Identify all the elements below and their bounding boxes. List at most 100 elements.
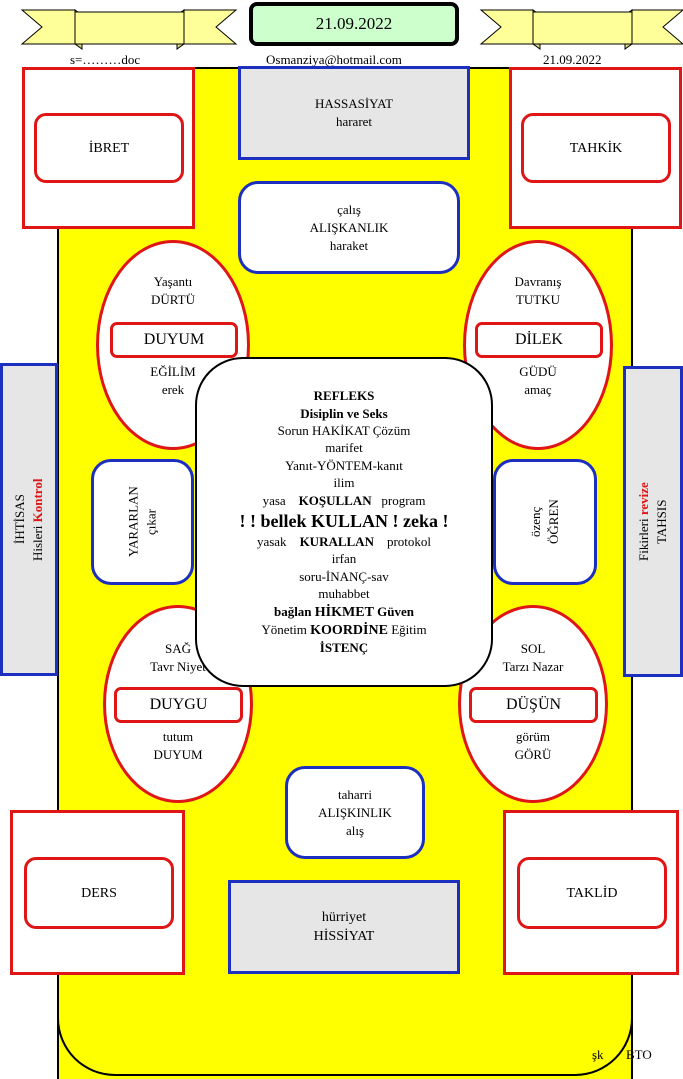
core-line-13-b: HİKMET	[314, 604, 374, 620]
footer-left-text: şk	[592, 1047, 604, 1062]
core-line-13-a: bağlan	[273, 603, 312, 619]
corner-bottom-left: DERS	[10, 810, 185, 975]
bottom-round-line2: ALIŞKINLIK	[318, 804, 392, 820]
bottom-rect-box: hürriyet HİSSİYAT	[228, 880, 460, 974]
ellipse-top-left-bottom2: erek	[161, 382, 185, 397]
bottom-rect-line2: HİSSİYAT	[313, 929, 375, 944]
side-right-round-text: özenç ÖĞREN	[496, 462, 594, 582]
ribbon-banners	[20, 9, 683, 50]
right-bar-line1-a: Fikirleri	[636, 515, 651, 561]
ellipse-top-left-top2: DÜRTÜ	[151, 292, 195, 307]
ellipse-bottom-left-pill: DUYGU	[114, 687, 243, 723]
ellipse-top-right-top: Davranış TUTKU	[466, 273, 610, 309]
top-round-line3: haraket	[329, 237, 369, 253]
top-round-line1: çalış	[337, 201, 361, 217]
core-line-9: yasak KURALLAN protokol	[257, 533, 431, 550]
left-side-bar: İHTİSAS Hisleri Kontrol	[0, 363, 58, 676]
left-bar-line2-b: Kontrol	[30, 478, 45, 523]
corner-top-left-label: İBRET	[34, 113, 184, 183]
ellipse-bottom-right-top: SOL Tarzı Nazar	[461, 640, 605, 676]
core-line-1: REFLEKS	[313, 388, 375, 404]
ellipse-top-left-top1: Yaşantı	[153, 274, 193, 289]
core-line-4: marifet	[325, 440, 363, 456]
ellipse-bottom-left-top1: SAĞ	[164, 641, 191, 656]
bottom-round-line1: taharri	[338, 786, 372, 802]
core-line-10: irfan	[331, 551, 357, 567]
core-line-9-a: yasak	[256, 534, 287, 549]
ellipse-bottom-left-bottom1: tutum	[162, 729, 194, 744]
ellipse-bottom-right-bottom: görüm GÖRÜ	[461, 728, 605, 764]
core-line-13: bağlan HİKMET Güven	[274, 603, 414, 621]
ellipse-top-left-top: Yaşantı DÜRTÜ	[99, 273, 247, 309]
core-line-11: soru-İNANÇ-sav	[299, 568, 389, 584]
core-line-5: Yanıt-YÖNTEM-kanıt	[285, 457, 403, 473]
ellipse-top-right-top1: Davranış	[514, 274, 562, 289]
left-bar-line2: Hisleri Kontrol	[29, 478, 47, 560]
side-left-round-box: YARARLAN çıkar	[91, 459, 194, 585]
ellipse-top-right-bottom: GÜDÜ amaç	[466, 363, 610, 399]
top-rect-line2: hararet	[335, 114, 373, 129]
core-line-6: ilim	[333, 475, 355, 491]
core-line-2: Disiplin ve Seks	[300, 405, 388, 421]
top-round-box: çalış ALIŞKANLIK haraket	[238, 181, 460, 274]
date-box-text: 21.09.2022	[315, 14, 393, 33]
bottom-round-box: taharri ALIŞKINLIK alış	[285, 766, 425, 859]
ellipse-top-left-bottom: EĞİLİM erek	[99, 363, 247, 399]
corner-top-right: TAHKİK	[509, 67, 682, 229]
left-bar-line2-a: Hisleri	[30, 522, 45, 561]
bottom-rect-line1: hürriyet	[321, 910, 367, 925]
yellow-board-bottom	[57, 960, 633, 1076]
core-line-7-b: KOŞULLAN	[298, 492, 372, 508]
ellipse-bottom-right-pill: DÜŞÜN	[469, 687, 598, 723]
corner-bottom-left-label: DERS	[24, 857, 174, 929]
core-line-7-c: program	[381, 492, 426, 508]
ellipse-bottom-right-top2: Tarzı Nazar	[502, 659, 564, 674]
email-text: Osmanziya@hotmail.com	[266, 52, 402, 67]
footer-right-text: BTO	[626, 1047, 652, 1062]
side-right-round-line2: ÖĞREN	[546, 499, 561, 545]
ellipse-bottom-right-top1: SOL	[520, 641, 546, 656]
corner-top-right-label: TAHKİK	[521, 113, 671, 183]
top-rect-box: HASSASİYAT hararet	[238, 66, 470, 160]
left-side-bar-text: İHTİSAS Hisleri Kontrol	[3, 366, 55, 673]
left-bar-line1: İHTİSAS	[12, 494, 27, 545]
side-right-round-box: özenç ÖĞREN	[493, 459, 597, 585]
right-bar-line1-b: revize	[636, 482, 651, 516]
core-line-14: Yönetim KOORDİNE Eğitim	[261, 621, 426, 639]
header-date: 21.09.2022	[543, 52, 602, 67]
core-line-9-c: protokol	[386, 534, 432, 549]
ellipse-bottom-left-top: SAĞ Tavr Niyet	[106, 640, 250, 676]
core-line-15: İSTENÇ	[319, 640, 369, 656]
right-side-bar: Fikirleri revize TAHSIS	[623, 366, 683, 677]
ribbon-left	[20, 9, 238, 50]
ellipse-top-right-top2: TUTKU	[515, 292, 561, 307]
ribbon-right	[479, 9, 683, 50]
top-rect-line1: HASSASİYAT	[314, 96, 394, 111]
side-left-round-line1: YARARLAN	[125, 486, 141, 558]
bottom-round-line3: alış	[345, 822, 365, 838]
core-line-14-b: KOORDİNE	[310, 623, 388, 639]
core-line-13-c: Güven	[377, 603, 415, 619]
side-left-round-line2: çıkar	[143, 509, 159, 535]
core-line-7-a: yasa	[262, 492, 286, 508]
core-line-12: muhabbet	[318, 586, 370, 602]
ellipse-bottom-left-top2: Tavr Niyet	[150, 659, 206, 674]
ellipse-bottom-right-bottom2: GÖRÜ	[514, 747, 552, 762]
right-bar-line1: Fikirleri revize	[635, 482, 653, 561]
corner-bottom-right: TAKLİD	[503, 810, 679, 975]
core-line-8: ! ! bellek KULLAN ! zeka !	[239, 511, 449, 531]
core-line-7: yasa KOŞULLAN program	[263, 492, 426, 509]
corner-top-left: İBRET	[22, 67, 195, 229]
core-line-14-a: Yönetim	[261, 622, 307, 638]
core-line-3: Sorun HAKİKAT Çözüm	[277, 422, 411, 438]
ellipse-bottom-left-bottom: tutum DUYUM	[106, 728, 250, 764]
right-bar-line2: TAHSIS	[654, 499, 669, 544]
ellipse-top-left-bottom1: EĞİLİM	[150, 364, 196, 379]
core-line-9-b: KURALLAN	[299, 534, 374, 549]
ellipse-bottom-right-bottom1: görüm	[516, 729, 550, 744]
corner-bottom-right-label: TAKLİD	[517, 857, 667, 929]
ellipse-top-right-bottom1: GÜDÜ	[519, 364, 557, 379]
ellipse-top-right-pill: DİLEK	[475, 322, 603, 358]
date-box: 21.09.2022	[249, 2, 459, 46]
doc-note: s=………doc	[70, 52, 141, 67]
